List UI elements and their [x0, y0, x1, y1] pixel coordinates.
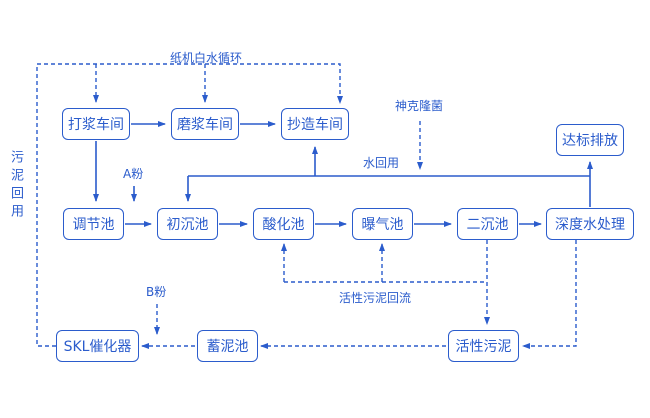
node-primary-sedimentation-tank: 初沉池: [157, 208, 218, 240]
label-white-water-cycle: 纸机白水循环: [170, 51, 243, 65]
label-powder-a: A粉: [123, 167, 144, 181]
node-refining-workshop: 磨浆车间: [171, 108, 239, 140]
solid-flow-arrows: [93, 121, 593, 227]
node-secondary-sedimentation-tank: 二沉池: [457, 208, 518, 240]
dashed-flow-arrows: [36, 63, 577, 349]
node-advanced-water-treatment: 深度水处理: [546, 208, 634, 240]
node-regulating-tank: 调节池: [63, 208, 124, 240]
node-papermaking-workshop: 抄造车间: [281, 108, 349, 140]
label-powder-b: B粉: [146, 285, 167, 299]
node-activated-sludge: 活性污泥: [448, 330, 519, 362]
label-activated-sludge-return: 活性污泥回流: [339, 291, 412, 305]
node-acidification-tank: 酸化池: [253, 208, 314, 240]
node-aeration-tank: 曝气池: [352, 208, 413, 240]
label-microbial-agent: 神克隆菌: [395, 99, 444, 113]
label-water-reuse: 水回用: [363, 156, 400, 170]
node-sludge-storage-tank: 蓄泥池: [197, 330, 258, 362]
node-skl-catalyst: SKL催化器: [56, 330, 139, 362]
label-sludge-reuse: 污泥回用: [8, 150, 23, 222]
node-pulping-workshop: 打浆车间: [62, 108, 130, 140]
node-standard-discharge: 达标排放: [556, 124, 624, 156]
